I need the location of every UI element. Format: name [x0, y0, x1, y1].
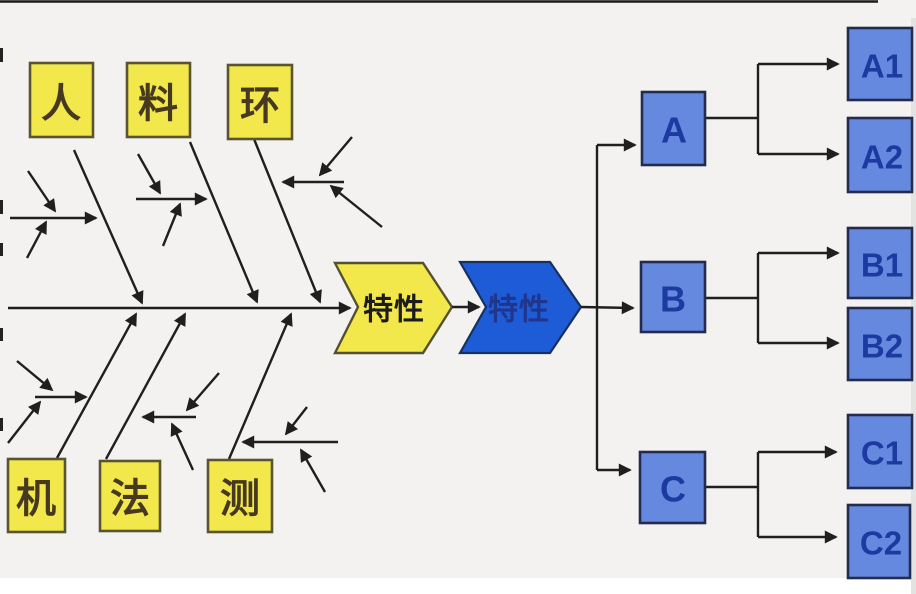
bone-material [188, 141, 259, 304]
fishbone-section [7, 136, 383, 493]
cause-box-method [98, 459, 162, 533]
leaf-box-b2 [846, 306, 914, 382]
cause-label-man: 人 [41, 82, 81, 126]
cause-box-material [125, 61, 192, 139]
leaf-label-a2: A2 [861, 139, 903, 176]
node-label-c: C [660, 469, 686, 510]
leaf-box-b1 [846, 226, 914, 300]
cause-box-measurement [206, 458, 274, 534]
node-box-a [640, 90, 707, 167]
characteristic-chevron-blue [458, 260, 583, 355]
cause-box-man [28, 61, 95, 139]
leaf-label-b1: B1 [861, 247, 903, 284]
leaf-label-a1: A1 [861, 48, 903, 85]
subarrows-environment [281, 136, 383, 228]
cause-label-environment: 环 [240, 84, 280, 128]
bottom-white-strip [0, 578, 911, 594]
subarrows-measurement [241, 406, 338, 493]
cause-label-machine: 机 [16, 477, 56, 521]
characteristic-chevron-yellow [333, 261, 454, 355]
node-box-c [638, 450, 707, 525]
cause-box-machine [6, 457, 67, 534]
leaf-label-c2: C2 [860, 525, 902, 562]
leaf-box-a1 [846, 26, 914, 102]
node-label-b: B [660, 279, 686, 320]
cause-box-environment [226, 63, 294, 141]
tree-node-boxes [638, 26, 914, 580]
leaf-box-c2 [846, 503, 912, 580]
bone-method [104, 312, 187, 460]
subarrows-material [136, 153, 208, 247]
bone-man [72, 149, 144, 305]
branch-c [705, 445, 838, 544]
cause-label-method: 法 [110, 477, 150, 521]
cause-label-material: 料 [138, 82, 178, 126]
tree-main-line [580, 301, 635, 315]
right-edge-strip [911, 18, 916, 594]
leaf-box-a2 [846, 116, 914, 194]
node-box-b [639, 260, 707, 334]
subarrows-machine [7, 360, 88, 444]
branch-a [705, 57, 840, 161]
bone-machine [55, 312, 138, 459]
subarrows-method [141, 372, 220, 471]
node-label-a: A [661, 110, 687, 151]
characteristic-label-blue: 特性 [488, 294, 550, 327]
subarrows-man [10, 170, 98, 259]
characteristic-label-yellow: 特性 [363, 294, 425, 327]
tree-section [580, 57, 840, 544]
leaf-box-c1 [846, 413, 914, 490]
leaf-label-c1: C1 [861, 435, 903, 472]
cause-boxes [6, 61, 294, 534]
branch-b [705, 246, 840, 350]
bone-environment [252, 138, 322, 304]
leaf-label-b2: B2 [861, 328, 903, 365]
bone-measurement [227, 312, 293, 460]
cause-label-measurement: 测 [220, 477, 260, 521]
